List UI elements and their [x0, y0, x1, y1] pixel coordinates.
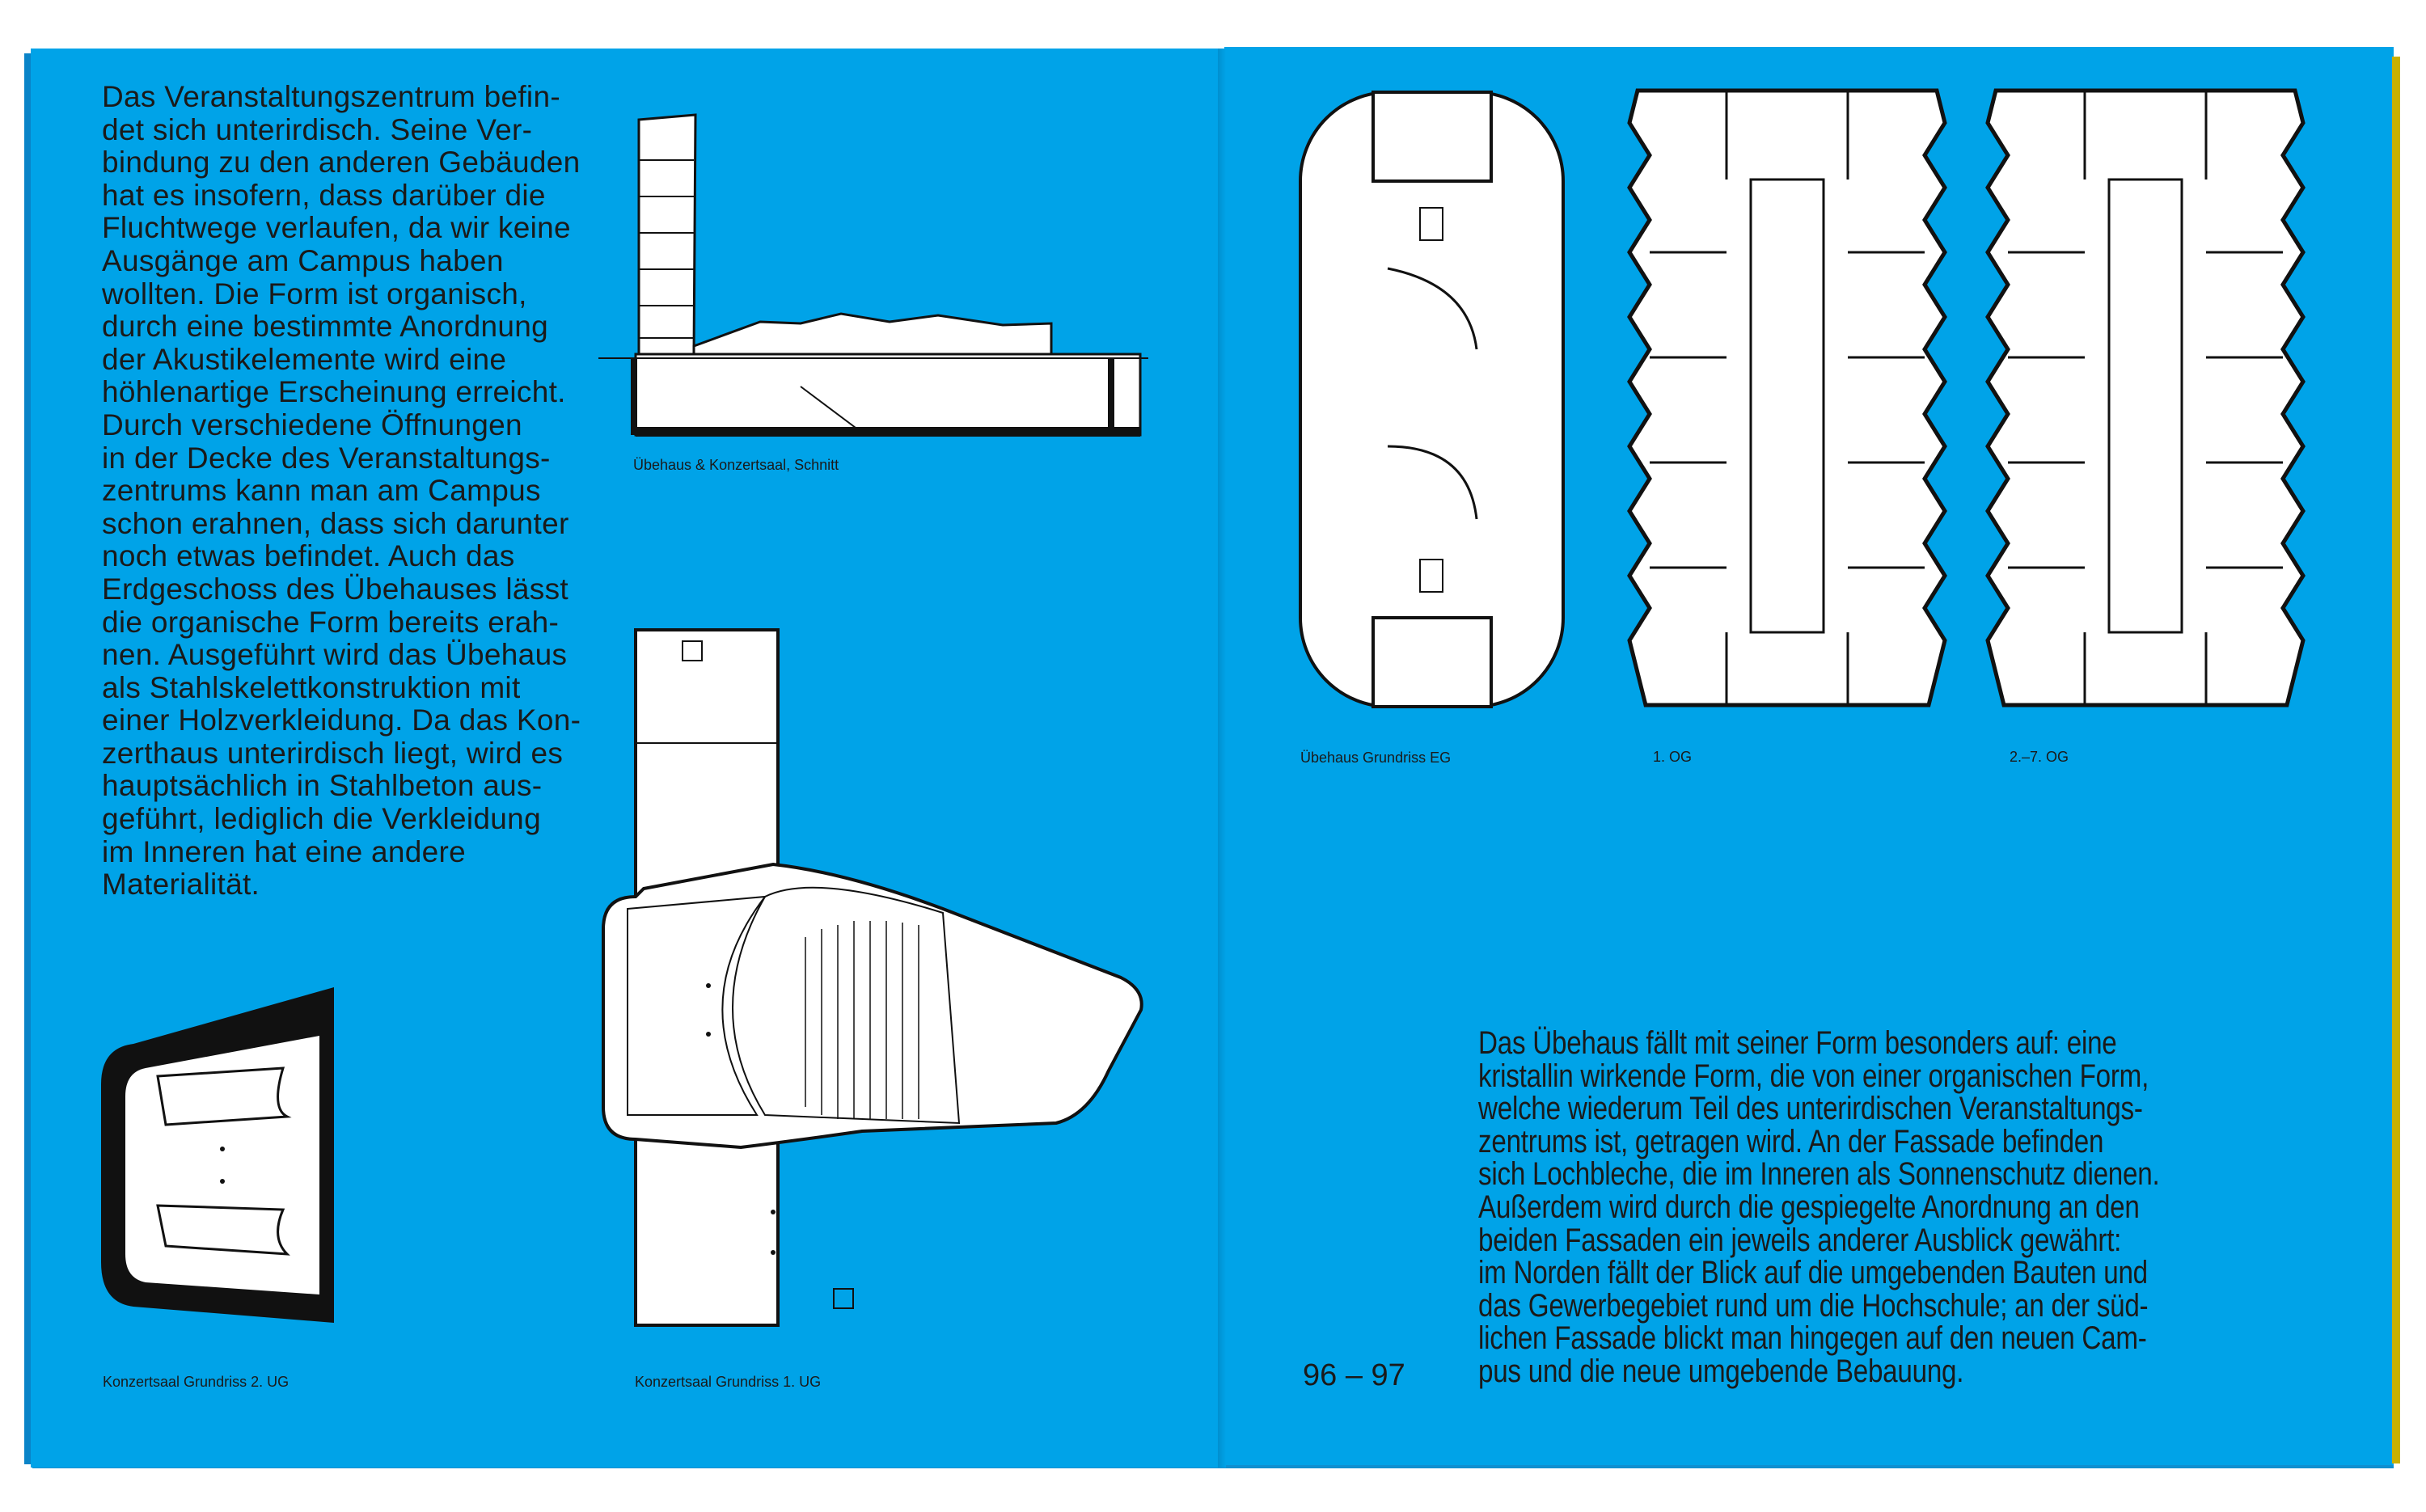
plan-1og-drawing [1627, 88, 1947, 707]
caption-plan-1ug: Konzertsaal Grundriss 1. UG [635, 1374, 822, 1390]
caption-section: Übehaus & Konzertsaal, Schnitt [633, 457, 839, 473]
caption-plan-1og: 1. OG [1653, 749, 1693, 765]
plan-1ug-drawing [602, 628, 1143, 1327]
yellow-page-edge [2392, 57, 2400, 1463]
page-numbers: 96 – 97 [1303, 1358, 1405, 1392]
plan-2-7og-drawing [1985, 88, 2306, 707]
caption-plan-eg: Übehaus Grundriss EG [1300, 750, 1452, 766]
book-spine [1218, 49, 1226, 1468]
plan-eg-drawing [1299, 91, 1565, 708]
left-body-text: Das Veranstaltungszentrum befin- det sic… [102, 80, 581, 902]
right-body-text: Das Übehaus fällt mit seiner Form besond… [1478, 1025, 2160, 1389]
section-drawing [598, 113, 1148, 437]
caption-plan-2-7og: 2.–7. OG [2010, 749, 2069, 765]
caption-plan-2ug: Konzertsaal Grundriss 2. UG [103, 1374, 290, 1390]
plan-2ug-drawing [101, 987, 334, 1323]
